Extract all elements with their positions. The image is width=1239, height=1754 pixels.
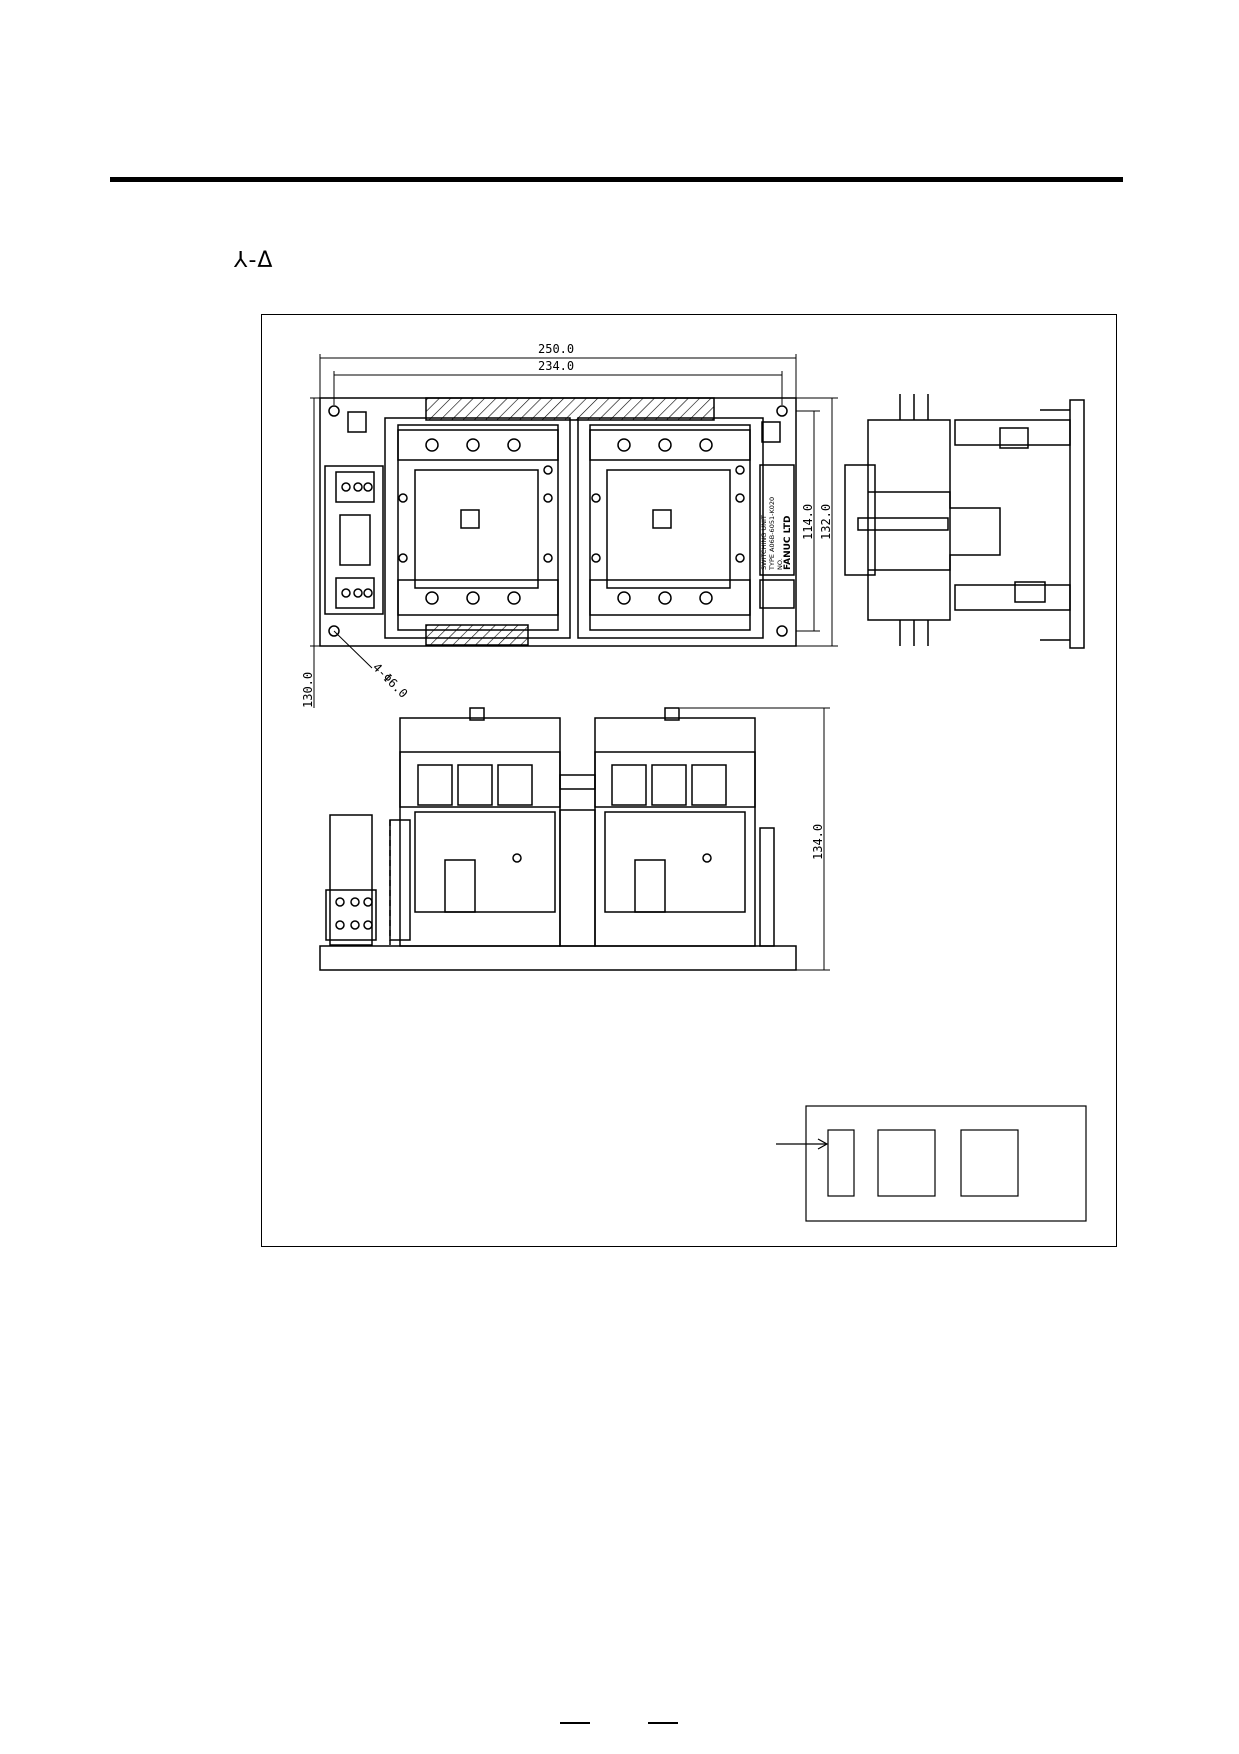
dim-overall-width: 250.0 bbox=[538, 342, 574, 356]
front-dimensions bbox=[680, 707, 830, 971]
dim-mount-holes: 4-Φ6.0 bbox=[370, 660, 411, 701]
nameplate-line3: NO. bbox=[776, 558, 784, 570]
inset-diagram bbox=[776, 1105, 1087, 1222]
contactor-1 bbox=[384, 417, 571, 639]
dim-hole-spacing-x: 234.0 bbox=[538, 359, 574, 373]
dim-plate-height: 132.0 bbox=[819, 504, 833, 540]
dim-overall-height: 130.0 bbox=[301, 672, 315, 708]
side-view bbox=[844, 394, 1085, 649]
page-title: ⅄-Δ bbox=[234, 248, 274, 273]
nameplate-line2: TYPE A06B-6051-K020 bbox=[768, 497, 776, 571]
mount-hole-icon bbox=[328, 405, 340, 417]
dim-hole-spacing-y: 114.0 bbox=[801, 504, 815, 540]
nameplate: SWITCHING UNIT TYPE A06B-6051-K020 NO. F… bbox=[760, 497, 793, 571]
footer-mark-left bbox=[560, 1722, 590, 1724]
figure-frame bbox=[261, 314, 1117, 1247]
plan-view bbox=[319, 397, 797, 647]
front-view bbox=[319, 707, 797, 971]
nameplate-line1: SWITCHING UNIT bbox=[760, 515, 768, 570]
plan-dimensions bbox=[310, 354, 838, 708]
footer-mark-right bbox=[648, 1722, 678, 1724]
header-rule bbox=[110, 177, 1123, 182]
terminal-block bbox=[324, 465, 384, 615]
nameplate-maker: FANUC LTD bbox=[783, 515, 793, 570]
dim-side-depth: 134.0 bbox=[811, 824, 825, 860]
contactor-2 bbox=[577, 417, 764, 639]
